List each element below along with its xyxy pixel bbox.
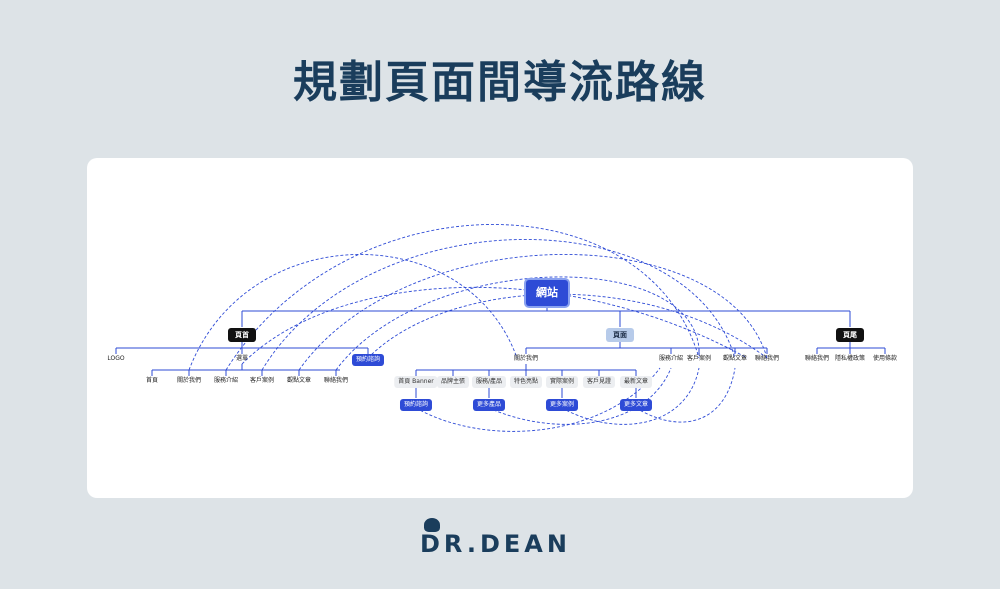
footer-item: 隱私權政策 (834, 355, 866, 362)
footer-item: 使用條款 (872, 355, 898, 362)
diagram-lines (115, 224, 886, 432)
page-item: 關於我們 (513, 355, 539, 362)
home-section: 實際案例 (545, 376, 579, 388)
root-node: 網站 (526, 280, 568, 306)
logo-head-icon (424, 518, 440, 532)
home-section: 客戶見證 (582, 376, 616, 388)
page-item: 客戶案例 (686, 355, 712, 362)
menu-item: 觀點文章 (286, 377, 312, 384)
header-node: 頁首 (228, 328, 256, 342)
menu-item: 聯絡我們 (323, 377, 349, 384)
body-node: 頁面 (606, 328, 634, 342)
home-cta-article: 更多文章 (619, 399, 653, 411)
menu-item: 關於我們 (176, 377, 202, 384)
brand-logo: DR.DEAN (420, 516, 580, 560)
logo-node: LOGO (107, 355, 125, 362)
home-section: 最新文章 (619, 376, 653, 388)
diagram-card: 網站 頁首 頁面 頁尾 LOGO 選單 預約諮詢 首頁 關於我們 服務介紹 客戶… (87, 158, 913, 498)
menu-item: 首頁 (145, 377, 159, 384)
home-cta-case: 更多案例 (545, 399, 579, 411)
footer-node: 頁尾 (836, 328, 864, 342)
menu-node: 選單 (235, 355, 249, 362)
home-cta-banner: 預約諮詢 (399, 399, 433, 411)
page-item: 服務介紹 (658, 355, 684, 362)
home-section: 服務/產品 (471, 376, 507, 388)
footer-item: 聯絡我們 (804, 355, 830, 362)
home-section: 特色亮點 (509, 376, 543, 388)
home-section: 首頁 Banner (394, 376, 438, 388)
menu-item: 客戶案例 (249, 377, 275, 384)
page-title: 規劃頁面間導流路線 (293, 57, 707, 108)
home-cta-product: 更多產品 (472, 399, 506, 411)
home-section: 品牌主張 (436, 376, 470, 388)
page-item: 觀點文章 (722, 355, 748, 362)
page-item: 聯絡我們 (754, 355, 780, 362)
brand-text: DR.DEAN (420, 530, 571, 558)
menu-item: 服務介紹 (213, 377, 239, 384)
header-cta-node: 預約諮詢 (351, 354, 385, 366)
